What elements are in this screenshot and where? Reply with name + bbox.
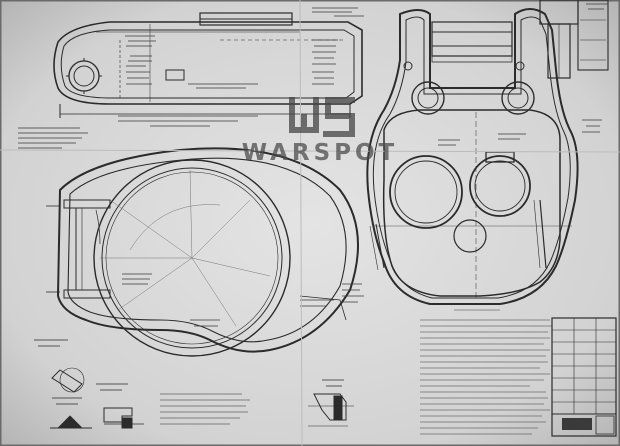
side-view-annotations xyxy=(18,7,364,149)
turret-plan-view xyxy=(46,147,359,357)
plan-view-annotations xyxy=(122,273,364,327)
front-view-annotations xyxy=(438,3,608,146)
turret-front-view xyxy=(366,0,609,305)
title-block xyxy=(551,317,617,437)
section-details xyxy=(34,339,354,429)
notes-block xyxy=(420,309,552,435)
